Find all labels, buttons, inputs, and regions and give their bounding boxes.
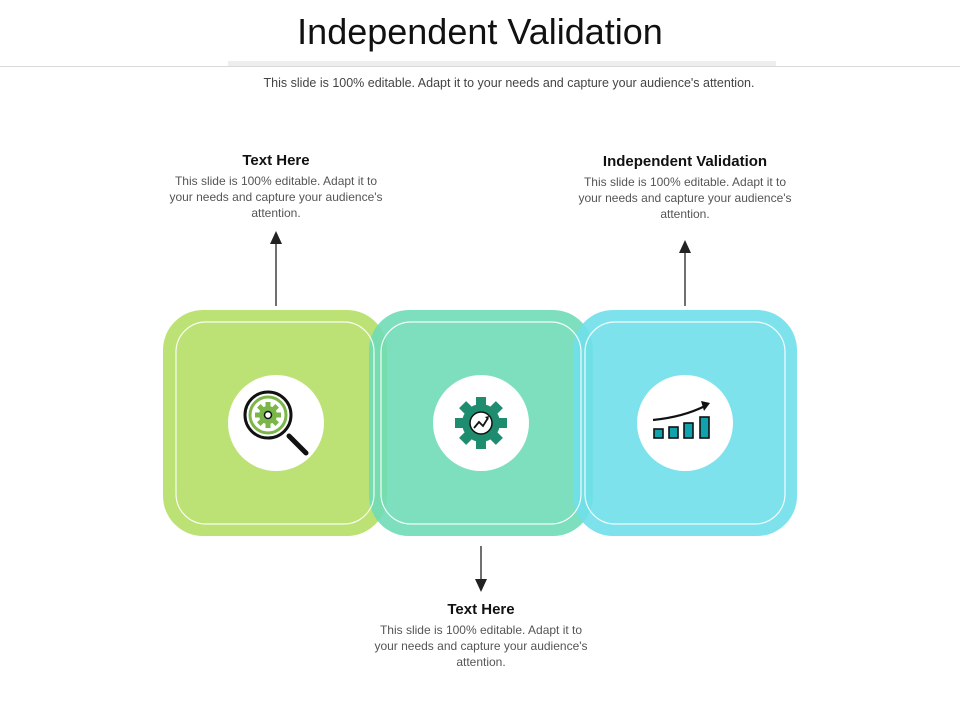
callout-3: Independent Validation This slide is 100… [570,153,800,222]
callout-3-heading: Independent Validation [602,153,768,170]
callout-2-body: This slide is 100% editable. Adapt it to… [374,623,588,669]
callout-1-body: This slide is 100% editable. Adapt it to… [169,174,383,220]
gear-chart-icon [455,397,507,449]
callout-2: Text Here This slide is 100% editable. A… [366,601,596,670]
growth-bar-chart-icon [652,401,710,439]
callout-1: Text Here This slide is 100% editable. A… [161,152,391,221]
title-underline [228,61,776,66]
arrow-up-1 [270,231,282,306]
magnifier-gear-icon [243,390,309,456]
callout-2-heading: Text Here [447,601,515,618]
step-box-3-outline [584,321,786,525]
slide-subtitle: This slide is 100% editable. Adapt it to… [263,76,755,90]
step-box-2-outline [380,321,582,525]
step-box-1-outline [175,321,375,525]
callout-3-body: This slide is 100% editable. Adapt it to… [578,175,792,221]
callout-1-heading: Text Here [242,152,310,169]
slide-title: Independent Validation [297,11,663,52]
arrow-down-2 [475,546,487,592]
arrow-up-3 [679,240,691,306]
header-divider [0,66,960,67]
